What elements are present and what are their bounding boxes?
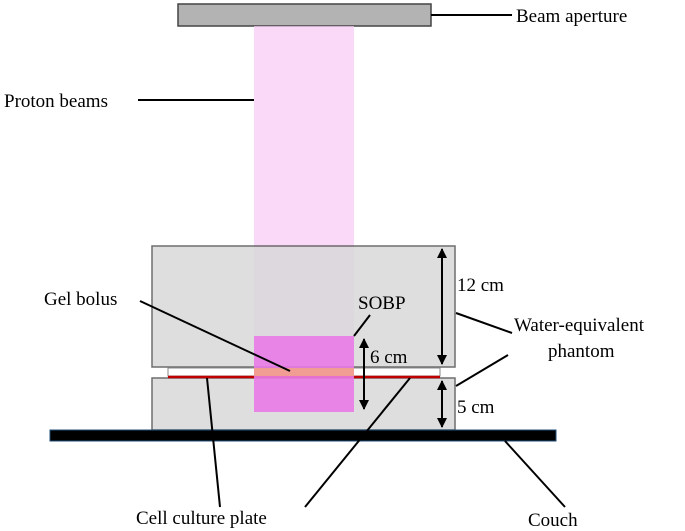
cell-plate-leader-left — [206, 377, 221, 508]
dim-label-6cm: 6 cm — [370, 347, 408, 368]
dim-label-5cm: 5 cm — [457, 397, 495, 418]
beam-aperture — [177, 3, 432, 27]
label-gel-bolus: Gel bolus — [44, 289, 117, 310]
label-cell-culture-plate: Cell culture plate — [136, 508, 267, 529]
label-sobp: SOBP — [358, 293, 406, 314]
couch-leader — [504, 440, 566, 508]
label-proton-beams: Proton beams — [4, 91, 108, 112]
label-couch: Couch — [528, 510, 578, 531]
label-phantom-line1: Water-equivalent — [514, 315, 645, 336]
label-phantom-line2: phantom — [548, 341, 615, 362]
cell-plate-leader-right — [304, 377, 411, 508]
phantom-leader-lower — [455, 354, 509, 387]
couch — [49, 429, 557, 442]
sobp-leader — [353, 314, 371, 337]
label-beam-aperture: Beam aperture — [516, 6, 627, 27]
phantom-leader-upper — [455, 312, 513, 334]
gel-bolus-in-beam — [254, 368, 354, 376]
gel-bolus-leader — [139, 300, 291, 372]
dim-label-12cm: 12 cm — [457, 275, 504, 296]
